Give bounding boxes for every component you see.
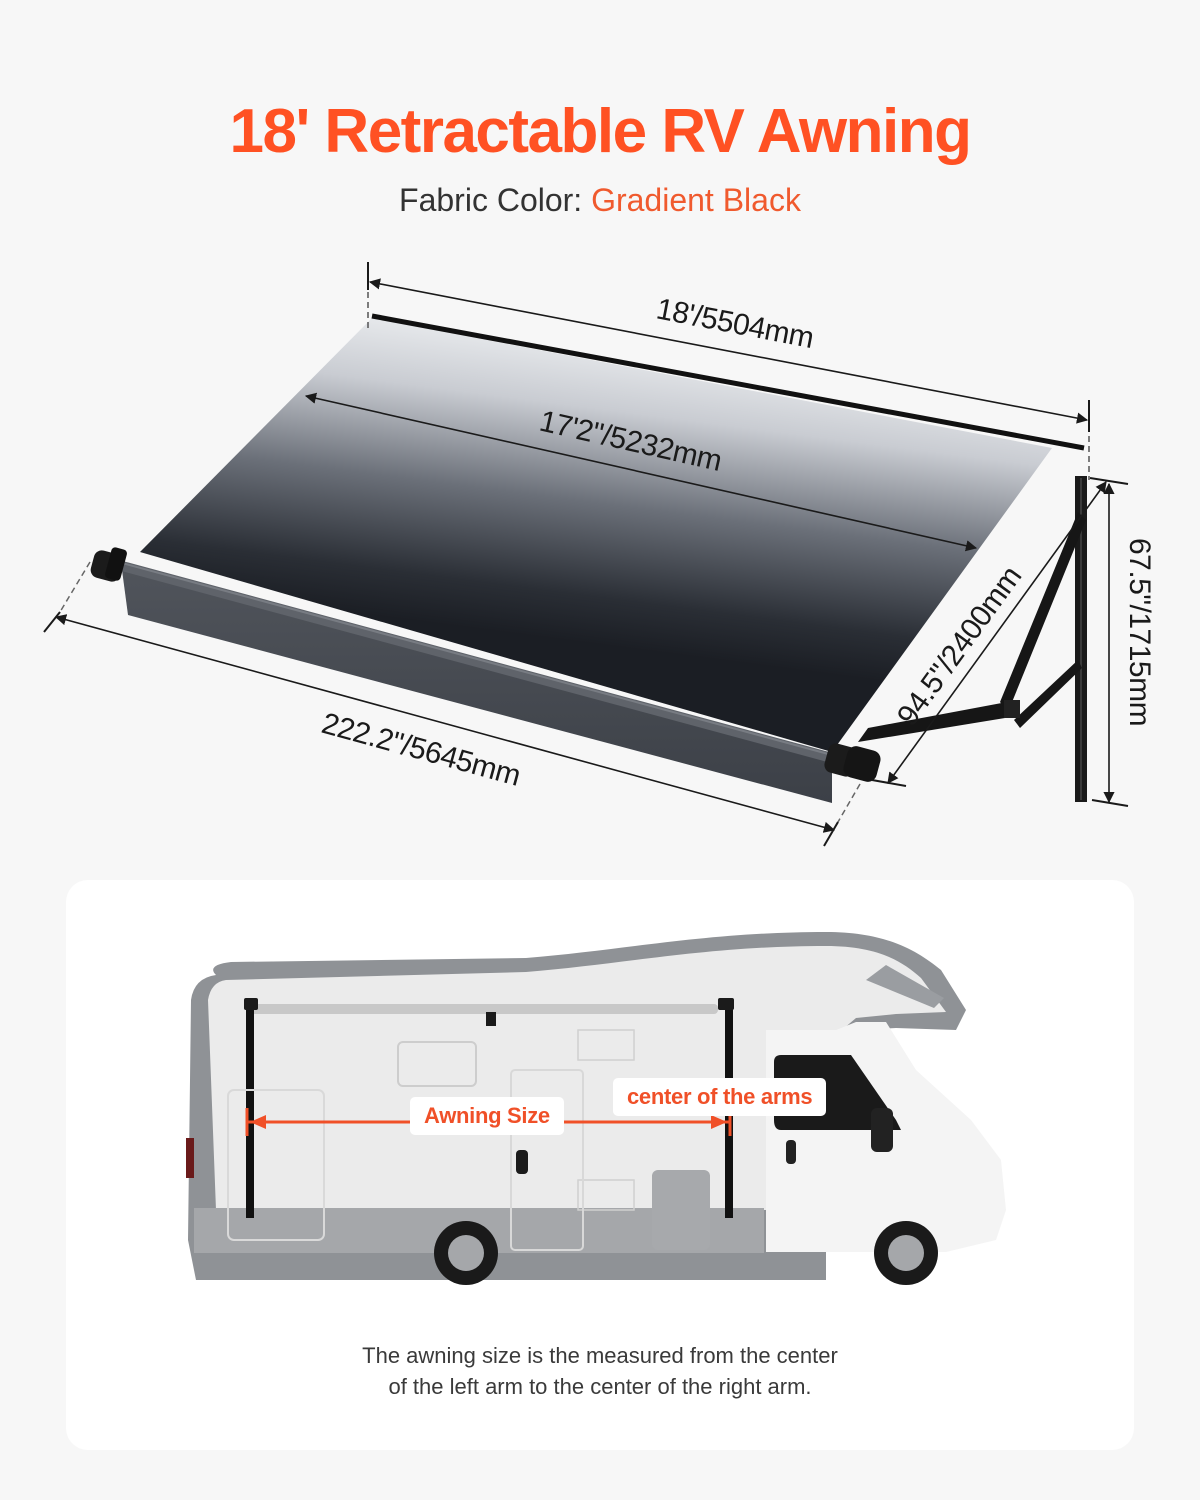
fabric-color-line: Fabric Color: Gradient Black <box>0 180 1200 220</box>
dimension-arm-height: 67.5"/1715mm <box>1091 482 1156 807</box>
roller-length-label: 222.2"/5645mm <box>318 707 524 793</box>
awning-size-label: Awning Size <box>410 1097 564 1135</box>
fabric-color-separator: : <box>573 182 592 218</box>
awning-dimension-diagram: 18'/5504mm 17'2"/5232mm 222.2"/5645mm 94… <box>43 262 1156 847</box>
left-end-cap-icon <box>90 547 127 582</box>
page-title: 18' Retractable RV Awning <box>229 97 972 166</box>
caption-line-1: The awning size is the measured from the… <box>362 1343 838 1368</box>
rv-measurement-card: Awning Size center of the arms The awnin… <box>66 880 1134 1450</box>
overall-length-label: 18'/5504mm <box>654 292 817 355</box>
awning-size-caption: The awning size is the measured from the… <box>66 1340 1134 1402</box>
caption-line-2: of the left arm to the center of the rig… <box>388 1374 812 1399</box>
fabric-color-value: Gradient Black <box>591 182 801 218</box>
rv-illustration <box>186 932 1006 1285</box>
arm-height-label: 67.5"/1715mm <box>1123 538 1156 726</box>
fabric-color-label: Fabric Color <box>399 182 574 218</box>
center-of-arms-label: center of the arms <box>613 1078 827 1116</box>
